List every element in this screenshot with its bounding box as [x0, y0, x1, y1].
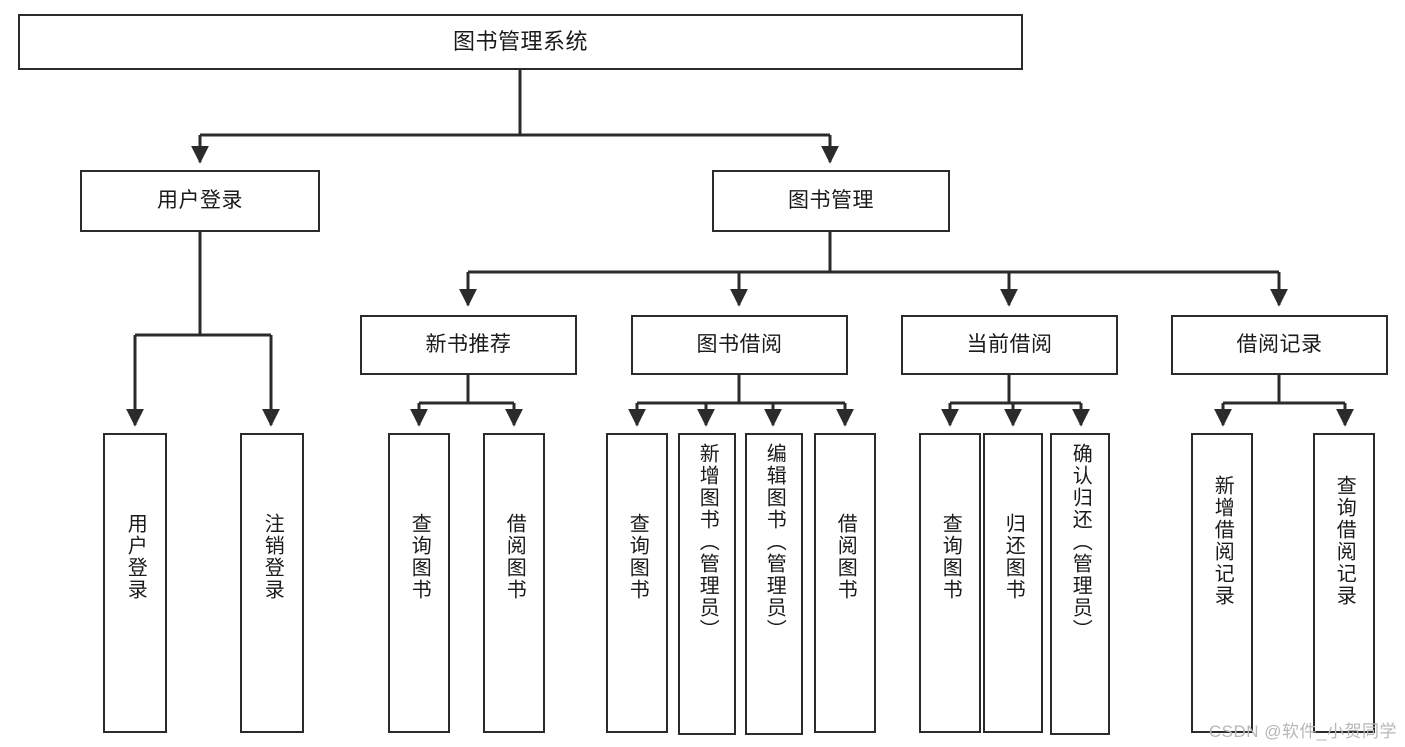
node-current-borrow-label: 当前借阅: [966, 332, 1053, 356]
node-new-book-recommend-label: 新书推荐: [425, 332, 512, 356]
leaf-add-borrow-record-label: 新增借阅记录: [1211, 475, 1234, 607]
leaf-add-book-admin-label: 新增图书（管理员）: [696, 443, 719, 641]
leaf-logout-label: 注销登录: [261, 513, 284, 601]
node-root[interactable]: 图书管理系统: [18, 14, 1023, 70]
node-book-management-label: 图书管理: [788, 188, 874, 212]
node-book-borrow-label: 图书借阅: [696, 332, 783, 356]
leaf-edit-book-admin[interactable]: 编辑图书（管理员）: [745, 433, 803, 735]
node-borrow-record-label: 借阅记录: [1236, 332, 1323, 356]
leaf-return-book-label: 归还图书: [1002, 513, 1025, 601]
node-book-management[interactable]: 图书管理: [712, 170, 950, 232]
leaf-query-book-recommend-label: 查询图书: [408, 513, 431, 601]
node-current-borrow[interactable]: 当前借阅: [901, 315, 1118, 375]
leaf-query-borrow-record-label: 查询借阅记录: [1333, 475, 1356, 607]
leaf-query-borrow-record[interactable]: 查询借阅记录: [1313, 433, 1375, 733]
leaf-query-book-borrow-label: 查询图书: [626, 513, 649, 601]
node-new-book-recommend[interactable]: 新书推荐: [360, 315, 577, 375]
node-user-login[interactable]: 用户登录: [80, 170, 320, 232]
leaf-query-book-current[interactable]: 查询图书: [919, 433, 981, 733]
watermark: CSDN @软件_小贺同学: [1208, 722, 1397, 741]
leaf-user-login-label: 用户登录: [124, 513, 147, 601]
leaf-add-borrow-record[interactable]: 新增借阅记录: [1191, 433, 1253, 733]
leaf-borrow-book-recommend-label: 借阅图书: [503, 513, 526, 601]
leaf-logout[interactable]: 注销登录: [240, 433, 304, 733]
leaf-query-book-borrow[interactable]: 查询图书: [606, 433, 668, 733]
leaf-query-book-current-label: 查询图书: [939, 513, 962, 601]
node-book-borrow[interactable]: 图书借阅: [631, 315, 848, 375]
leaf-edit-book-admin-label: 编辑图书（管理员）: [763, 443, 786, 641]
leaf-query-book-recommend[interactable]: 查询图书: [388, 433, 450, 733]
leaf-add-book-admin[interactable]: 新增图书（管理员）: [678, 433, 736, 735]
leaf-borrow-book-borrow-label: 借阅图书: [834, 513, 857, 601]
node-root-label: 图书管理系统: [452, 29, 588, 55]
leaf-return-book[interactable]: 归还图书: [983, 433, 1043, 733]
leaf-borrow-book-recommend[interactable]: 借阅图书: [483, 433, 545, 733]
node-borrow-record[interactable]: 借阅记录: [1171, 315, 1388, 375]
leaf-confirm-return-admin[interactable]: 确认归还（管理员）: [1050, 433, 1110, 735]
leaf-confirm-return-admin-label: 确认归还（管理员）: [1069, 443, 1092, 641]
leaf-user-login[interactable]: 用户登录: [103, 433, 167, 733]
node-user-login-label: 用户登录: [157, 188, 243, 212]
leaf-borrow-book-borrow[interactable]: 借阅图书: [814, 433, 876, 733]
